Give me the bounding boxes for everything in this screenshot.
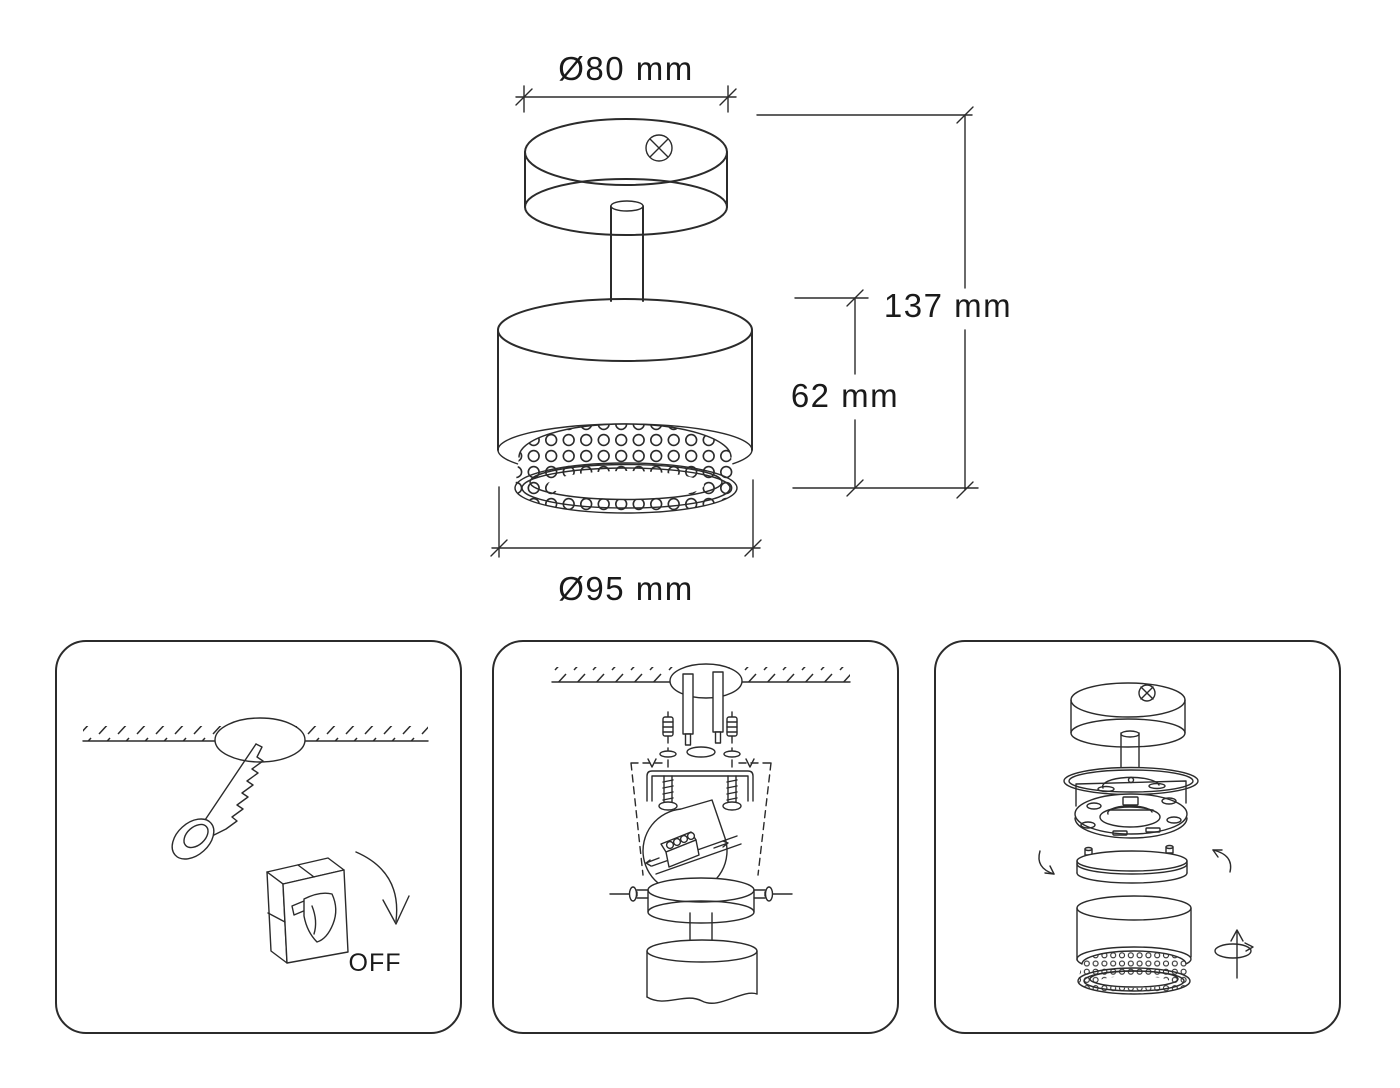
washer bbox=[686, 746, 716, 758]
power-switch bbox=[266, 857, 349, 964]
perforated-ring-small bbox=[1077, 950, 1191, 995]
dimension-top-diameter-label: Ø80 mm bbox=[558, 50, 694, 87]
switch-off-label: OFF bbox=[349, 949, 402, 977]
step3-panel-border bbox=[934, 640, 1341, 1034]
dimension-body-diameter-label: Ø95 mm bbox=[558, 570, 694, 607]
rotate-arrow-left-icon bbox=[1038, 850, 1055, 875]
step3-shade bbox=[1076, 895, 1192, 995]
terminal-block bbox=[645, 831, 742, 875]
main-drawing: Ø80 mm bbox=[490, 50, 1012, 607]
bracket-screw bbox=[658, 775, 678, 811]
washer bbox=[723, 750, 741, 758]
perforated-ring bbox=[514, 423, 738, 514]
step2-ceiling bbox=[551, 663, 851, 699]
lamp-pin bbox=[1084, 846, 1093, 856]
dimension-tick bbox=[515, 88, 737, 106]
dimension-body-diameter: Ø95 mm bbox=[490, 479, 762, 607]
step1-panel-border bbox=[55, 640, 462, 1034]
switch-rocker bbox=[291, 892, 337, 943]
step2-panel-border bbox=[492, 640, 899, 1034]
rotate-arrow-right-icon bbox=[1212, 849, 1232, 873]
step1-panel: OFF bbox=[55, 640, 462, 1034]
rotation-axis-icon bbox=[1214, 929, 1254, 979]
terminal-detail-balloon bbox=[642, 799, 742, 894]
dimension-total-height: 137 mm bbox=[756, 106, 1012, 499]
side-screw bbox=[753, 886, 793, 902]
step2-lamp-body bbox=[646, 912, 758, 1004]
threaded-rods bbox=[682, 671, 724, 746]
washer bbox=[659, 750, 677, 758]
switch-off-arrow-icon bbox=[355, 851, 410, 925]
step1-ceiling bbox=[82, 717, 429, 763]
canopy-screw-icon bbox=[1138, 684, 1156, 702]
step2-panel bbox=[492, 640, 899, 1034]
step2-canopy bbox=[609, 877, 793, 924]
side-screw bbox=[609, 886, 649, 902]
ceiling-hole bbox=[214, 717, 306, 763]
alignment-guides bbox=[630, 758, 772, 876]
wall-anchors bbox=[659, 711, 741, 771]
stem bbox=[610, 200, 644, 302]
dimension-body-height: 62 mm bbox=[791, 289, 979, 497]
lamp-body bbox=[497, 298, 753, 514]
trim-ring bbox=[1063, 766, 1199, 807]
lamp-holder-plate bbox=[1074, 793, 1188, 839]
ceiling-hole bbox=[669, 663, 743, 699]
dimension-body-height-label: 62 mm bbox=[791, 377, 899, 414]
gx53-lamp bbox=[1076, 844, 1188, 884]
canopy bbox=[524, 118, 728, 236]
lamp-pin bbox=[1165, 844, 1174, 854]
step3-panel bbox=[934, 640, 1341, 1034]
mounting-bracket bbox=[646, 770, 754, 811]
canopy-screw-icon bbox=[645, 134, 673, 162]
step3-canopy bbox=[1070, 682, 1186, 770]
dimension-total-height-label: 137 mm bbox=[884, 287, 1012, 324]
dimension-top-diameter: Ø80 mm bbox=[515, 50, 737, 113]
bracket-screw bbox=[722, 775, 742, 811]
screw-icon bbox=[171, 743, 264, 860]
